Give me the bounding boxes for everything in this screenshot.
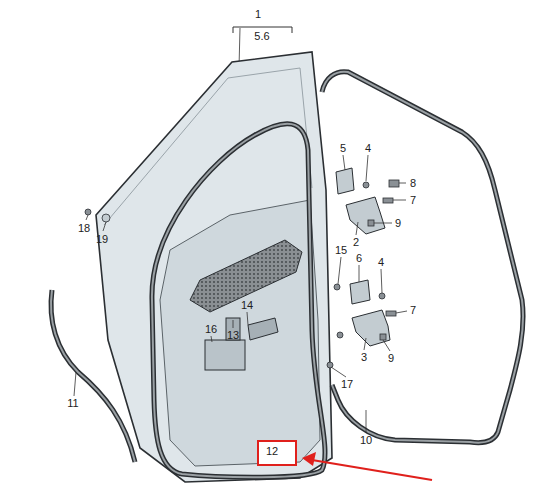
callout-number: 9 bbox=[394, 217, 402, 230]
callout-number: 5 bbox=[339, 142, 347, 155]
callout-number: 2 bbox=[352, 236, 360, 249]
callout-number: 3 bbox=[360, 351, 368, 364]
callout-number: 19 bbox=[95, 233, 109, 246]
callout-number: 17 bbox=[340, 378, 354, 391]
callout-number: 8 bbox=[409, 177, 417, 190]
callout-number: 7 bbox=[409, 194, 417, 207]
callout-number: 16 bbox=[204, 323, 218, 336]
callout-number: 13 bbox=[226, 329, 240, 342]
highlight-box: 12 bbox=[257, 440, 297, 466]
callout-number: 11 bbox=[66, 397, 79, 410]
callout-number: 7 bbox=[409, 304, 417, 317]
callout-number: 6 bbox=[355, 252, 363, 265]
callout-number: 12 bbox=[266, 446, 295, 457]
callout-number: 4 bbox=[377, 256, 385, 269]
callout-number: 5.6 bbox=[253, 30, 270, 43]
callout-number: 4 bbox=[364, 142, 372, 155]
callout-number: 15 bbox=[334, 244, 348, 257]
callout-number: 10 bbox=[359, 434, 373, 447]
callout-number: 1 bbox=[254, 8, 262, 21]
callout-number: 14 bbox=[240, 299, 254, 312]
callout-number: 9 bbox=[387, 352, 395, 365]
callout-number: 18 bbox=[77, 222, 91, 235]
